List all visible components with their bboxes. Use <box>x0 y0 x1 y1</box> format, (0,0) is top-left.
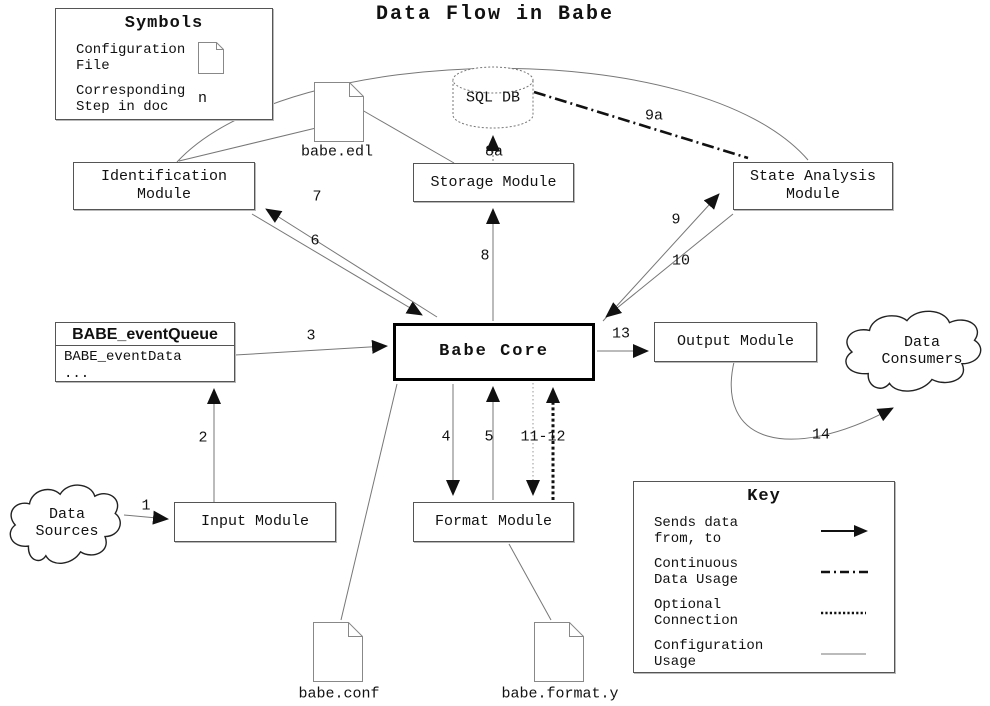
symbols-legend: Symbols Configuration File Corresponding… <box>55 8 273 120</box>
edge-label-11-12: 11-12 <box>520 428 566 446</box>
key-sends-data-label: Sends data from, to <box>654 515 739 547</box>
symbols-config-file-label: Configuration File <box>76 42 186 74</box>
babe-edl-file-label: babe.edl <box>300 143 374 161</box>
babe-edl-to-storage-line <box>361 109 455 164</box>
symbols-config-file-row: Configuration File <box>56 42 272 74</box>
edge-label-6: 6 <box>310 232 320 250</box>
node-babe-core: Babe Core <box>393 323 595 381</box>
symbols-step-label: Corresponding Step in doc <box>76 83 186 115</box>
edge-10-state-analysis-to-core <box>605 213 734 318</box>
node-input-module: Input Module <box>174 502 336 542</box>
key-row-configuration: Configuration Usage <box>634 638 894 670</box>
babe-edl-file-icon <box>314 82 364 142</box>
eventqueue-fields: BABE_eventData ... <box>64 349 182 382</box>
dash-dot-line-sample <box>820 568 882 576</box>
eventqueue-title: BABE_eventQueue <box>56 323 234 346</box>
dotted-line-sample <box>820 609 882 617</box>
node-state-analysis-module: State Analysis Module <box>733 162 893 210</box>
key-row-sends-data: Sends data from, to <box>634 515 894 547</box>
key-continuous-label: Continuous Data Usage <box>654 556 739 588</box>
edge-7-core-to-identification <box>265 208 438 318</box>
key-legend: Key Sends data from, to Continuous Data … <box>633 481 895 673</box>
key-legend-title: Key <box>747 487 781 506</box>
edge-3-eventqueue-to-core <box>234 339 388 356</box>
symbols-step-row: Corresponding Step in doc n <box>56 83 272 115</box>
step-number-symbol: n <box>198 90 208 107</box>
thin-line-sample <box>820 650 882 658</box>
babe-conf-file-label: babe.conf <box>298 685 380 703</box>
key-row-continuous: Continuous Data Usage <box>634 556 894 588</box>
edge-6-identification-to-core <box>251 213 423 316</box>
edge-9a-sqldb-to-state-analysis <box>533 90 749 160</box>
edge-label-10: 10 <box>671 252 691 270</box>
babe-edl-to-identification-line <box>178 127 317 162</box>
edge-label-9: 9 <box>671 211 681 229</box>
edge-label-8a: 8a <box>484 143 504 161</box>
babe-format-y-file-icon <box>534 622 584 682</box>
babe-format-y-file-label: babe.format.y <box>501 685 619 703</box>
node-output-module: Output Module <box>654 322 817 362</box>
data-sources-label: Data Sources <box>35 506 99 540</box>
edge-1-sources-to-input <box>123 510 169 525</box>
edge-label-1: 1 <box>141 497 151 515</box>
edge-label-7: 7 <box>312 188 322 206</box>
babe-conf-to-core-line <box>340 383 398 621</box>
node-storage-module: Storage Module <box>413 163 574 202</box>
edge-label-2: 2 <box>198 429 208 447</box>
babe-conf-file-icon <box>313 622 363 682</box>
edge-label-14: 14 <box>811 426 831 444</box>
edge-9-core-to-state-analysis <box>602 193 720 322</box>
data-consumers-label: Data Consumers <box>881 334 963 368</box>
key-configuration-label: Configuration Usage <box>654 638 764 670</box>
edge-14-output-to-consumers <box>730 361 894 440</box>
page-title: Data Flow in Babe <box>375 3 615 26</box>
babe-format-to-format-line <box>508 543 552 621</box>
edge-label-3: 3 <box>306 327 316 345</box>
sql-db-cylinder <box>452 66 534 129</box>
key-row-optional: Optional Connection <box>634 597 894 629</box>
key-optional-label: Optional Connection <box>654 597 739 629</box>
solid-arrow-sample <box>820 523 882 539</box>
node-format-module: Format Module <box>413 502 574 542</box>
node-babe-eventqueue: BABE_eventQueue BABE_eventData ... <box>55 322 235 382</box>
edge-label-9a: 9a <box>644 107 664 125</box>
edge-label-13: 13 <box>611 325 631 343</box>
sql-db-label: SQL DB <box>465 89 521 107</box>
edge-label-4: 4 <box>441 428 451 446</box>
edge-label-8: 8 <box>480 247 490 265</box>
symbols-legend-title: Symbols <box>124 14 204 33</box>
config-file-doc-icon <box>198 42 260 74</box>
node-identification-module: Identification Module <box>73 162 255 210</box>
edge-label-5: 5 <box>484 428 494 446</box>
